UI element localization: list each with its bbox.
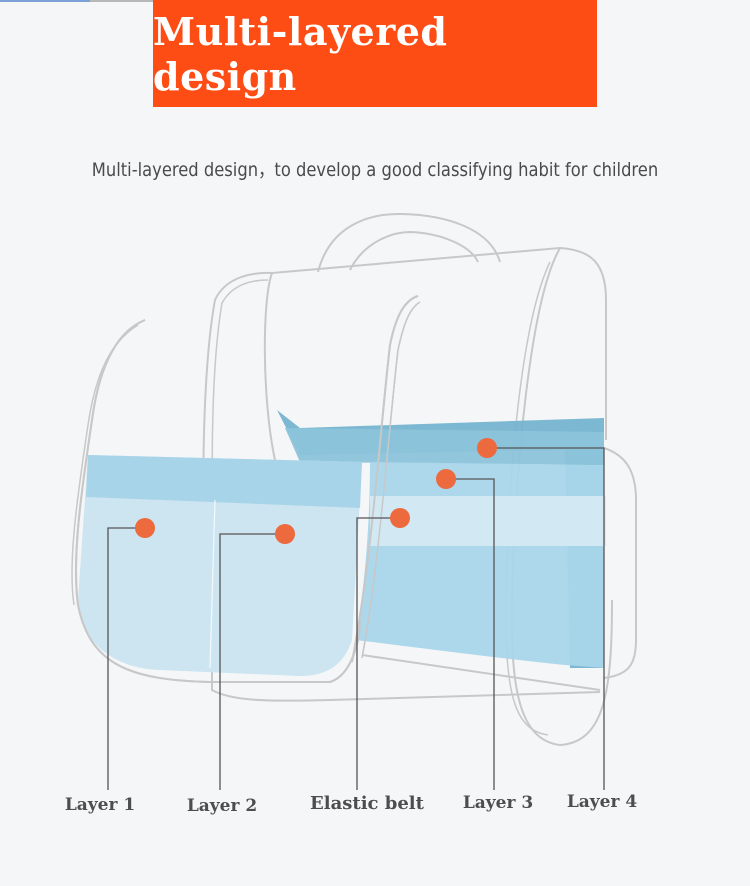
leader-layer-4 (487, 447, 605, 790)
label-elastic-belt: Elastic belt (310, 793, 424, 814)
marker-layer-4 (477, 438, 497, 458)
leader-layer-1 (107, 527, 145, 790)
marker-layer-1 (135, 518, 155, 538)
subtitle: Multi-layered design，to develop a good c… (91, 159, 659, 181)
title-banner: Multi-layered design (153, 0, 597, 107)
page-title: Multi-layered design (153, 8, 448, 99)
layer-3-panel (355, 462, 604, 668)
label-layer-4: Layer 4 (566, 792, 638, 812)
label-layer-1: Layer 1 (64, 795, 136, 815)
label-layer-2: Layer 2 (186, 796, 258, 816)
marker-layer-3 (436, 469, 456, 489)
label-layer-3: Layer 3 (462, 793, 534, 813)
leader-elastic-belt (356, 517, 400, 790)
marker-layer-2 (275, 524, 295, 544)
leader-lines (107, 447, 605, 790)
markers (135, 438, 497, 544)
top-accent-line-left (0, 0, 90, 2)
marker-elastic-belt (390, 508, 410, 528)
front-outline (74, 295, 421, 683)
leader-layer-3 (446, 478, 495, 790)
leader-layer-2 (219, 533, 285, 790)
